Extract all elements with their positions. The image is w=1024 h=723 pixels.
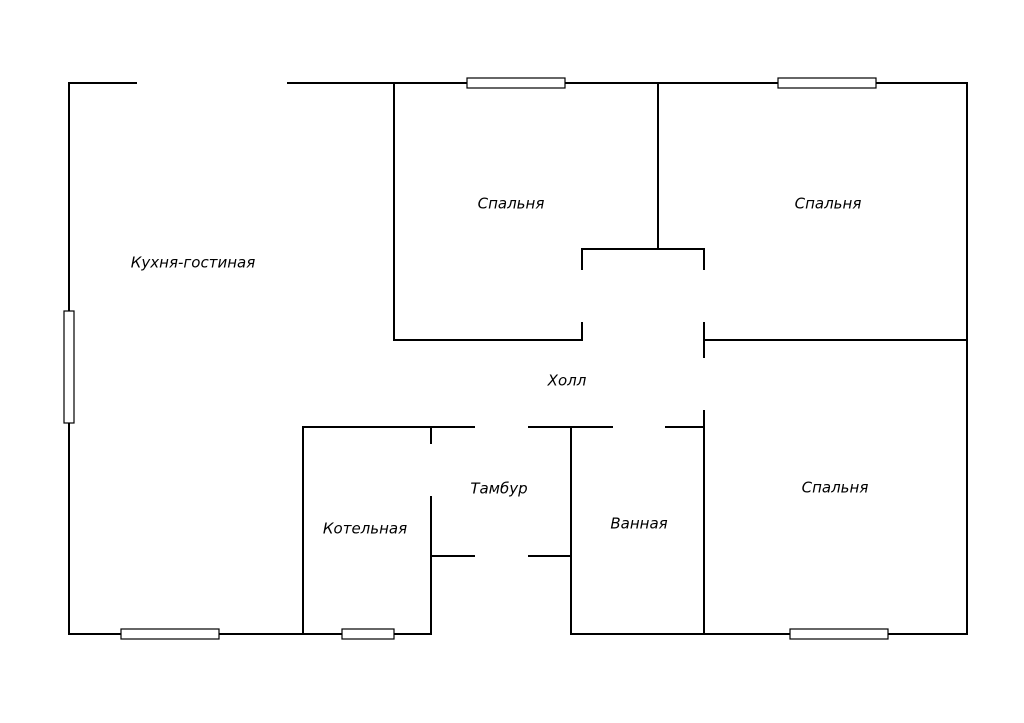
label-kitchen-living: Кухня-гостиная	[131, 254, 255, 272]
window-bedroom1	[466, 77, 566, 89]
window-bedroom2	[777, 77, 877, 89]
label-boiler-room: Котельная	[323, 520, 407, 538]
outer-walls	[68, 82, 968, 635]
windows	[63, 77, 889, 640]
label-bedroom-top-left: Спальня	[478, 195, 545, 213]
label-vestibule: Тамбур	[470, 480, 527, 498]
label-bathroom: Ванная	[610, 515, 667, 533]
window-boiler	[341, 628, 395, 640]
label-bedroom-top-right: Спальня	[795, 195, 862, 213]
window-bedroom3	[789, 628, 889, 640]
interior-walls	[302, 82, 968, 635]
window-kitchen-bottom	[120, 628, 220, 640]
label-hall: Холл	[547, 372, 587, 390]
label-bedroom-bottom-right: Спальня	[802, 479, 869, 497]
room-labels: Кухня-гостиная Спальня Спальня Холл Тамб…	[131, 195, 869, 538]
window-kitchen-left	[63, 310, 75, 424]
